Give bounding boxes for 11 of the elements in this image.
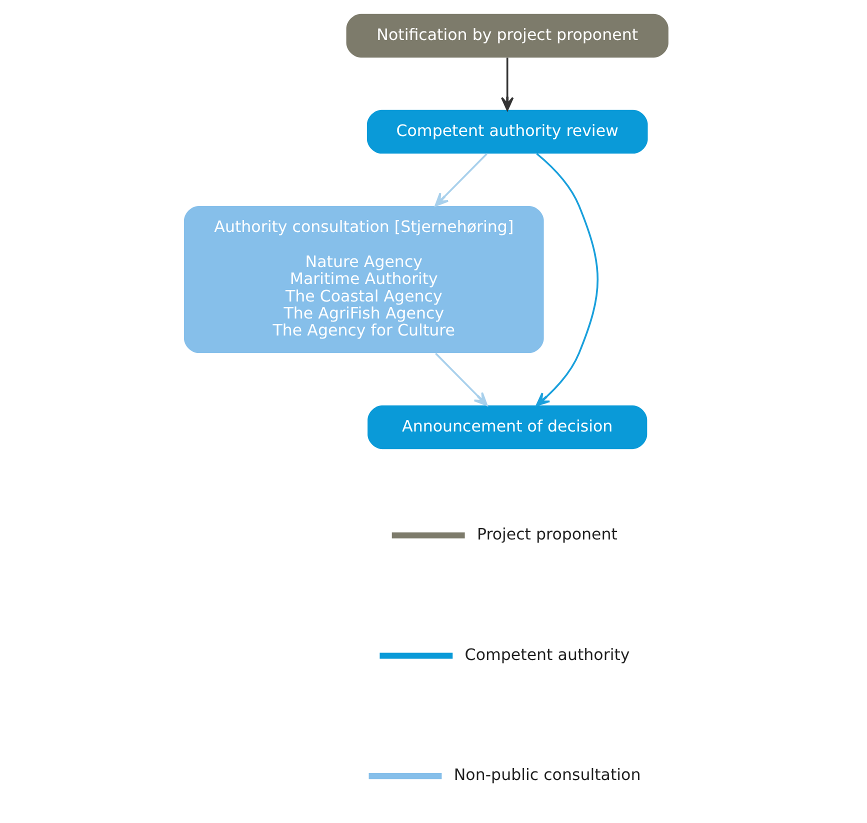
node-box: Authority consultation [Stjernehøring] Nature Agency Maritime Authority The Coastal Agency The AgriFish Agency The Agency for Culture (184, 205, 544, 353)
legend-label: Non-public consultation (454, 764, 641, 784)
arrow (536, 152, 599, 406)
legend-label: Project proponent (476, 524, 618, 544)
arrow (434, 352, 488, 406)
legend-label: Competent authority (464, 644, 630, 664)
arrow (434, 152, 488, 206)
node-box: Notification by project proponent (346, 13, 668, 58)
node-box: Competent authority review (366, 109, 648, 154)
node-box: Announcement of decision (368, 404, 648, 449)
arrow (500, 57, 514, 110)
